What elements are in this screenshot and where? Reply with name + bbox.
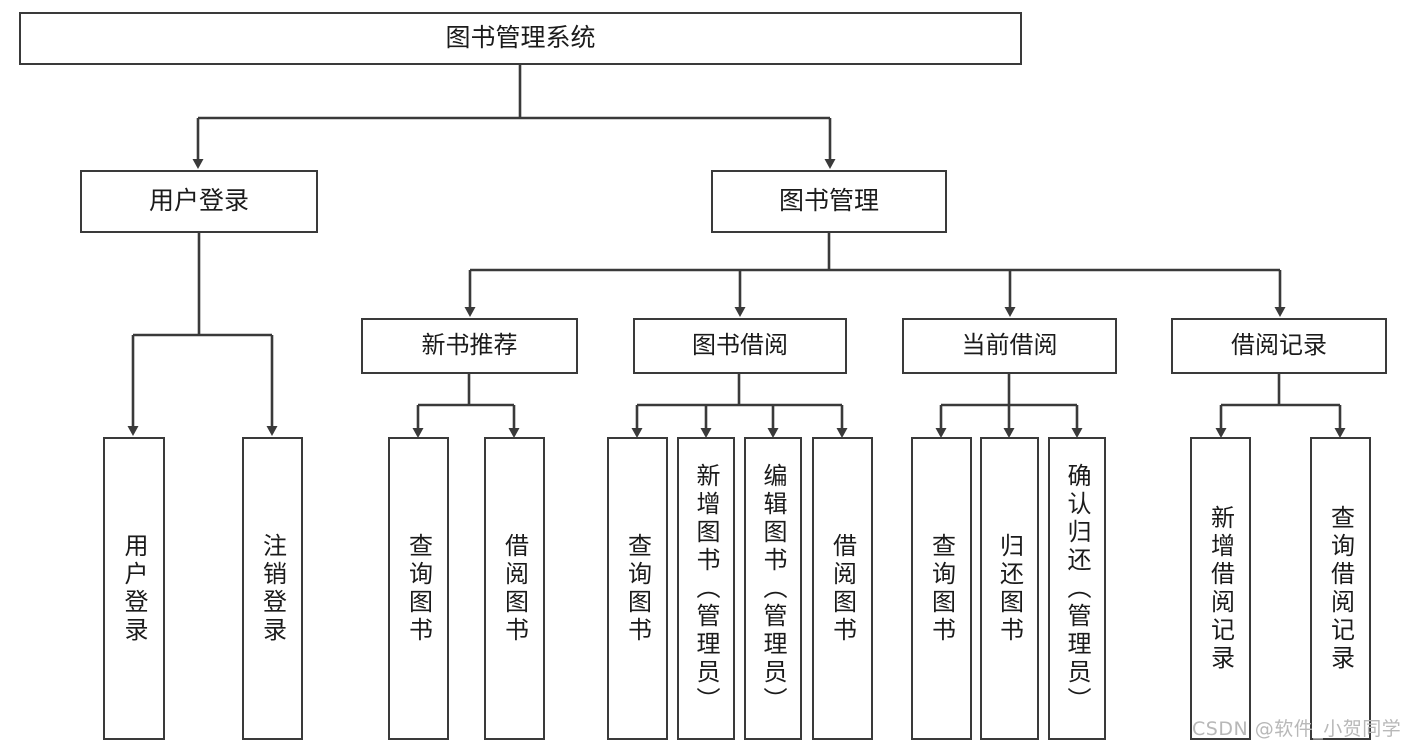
node-borrow-record-label: 借阅记录 (1231, 331, 1327, 360)
node-leaf-borrow-book-1-label: 借阅图书 (500, 532, 529, 645)
node-leaf-edit-book-label: 编辑图书（管理员） (759, 462, 787, 715)
node-leaf-borrow-book-2[interactable]: 借阅图书 (812, 437, 873, 740)
node-new-book-recommend[interactable]: 新书推荐 (361, 318, 578, 374)
node-book-manage[interactable]: 图书管理 (711, 170, 947, 233)
node-user-login-label: 用户登录 (148, 186, 249, 216)
node-leaf-query-record-label: 查询借阅记录 (1326, 504, 1355, 673)
node-leaf-query-book-1-label: 查询图书 (404, 532, 433, 645)
node-book-manage-label: 图书管理 (778, 186, 879, 216)
node-borrow-record[interactable]: 借阅记录 (1171, 318, 1387, 374)
node-leaf-user-logout-label: 注销登录 (258, 532, 287, 645)
node-leaf-user-login-label: 用户登录 (120, 532, 148, 645)
node-leaf-query-book-3-label: 查询图书 (927, 532, 956, 645)
node-leaf-query-book-1[interactable]: 查询图书 (388, 437, 449, 740)
node-leaf-borrow-book-1[interactable]: 借阅图书 (484, 437, 545, 740)
node-book-borrow[interactable]: 图书借阅 (633, 318, 847, 374)
node-user-login[interactable]: 用户登录 (80, 170, 318, 233)
node-leaf-return-book[interactable]: 归还图书 (980, 437, 1039, 740)
node-leaf-return-book-label: 归还图书 (995, 532, 1024, 645)
node-current-borrow[interactable]: 当前借阅 (902, 318, 1117, 374)
node-leaf-add-book[interactable]: 新增图书（管理员） (677, 437, 735, 740)
node-leaf-query-book-3[interactable]: 查询图书 (911, 437, 972, 740)
csdn-watermark: CSDN @软件_小贺同学 (1192, 718, 1402, 740)
node-leaf-query-book-2-label: 查询图书 (623, 532, 652, 645)
node-leaf-confirm-return[interactable]: 确认归还（管理员） (1048, 437, 1106, 740)
node-root-label: 图书管理系统 (445, 23, 596, 53)
node-leaf-add-book-label: 新增图书（管理员） (692, 462, 720, 715)
node-book-borrow-label: 图书借阅 (692, 331, 788, 360)
node-new-book-recommend-label: 新书推荐 (421, 331, 518, 360)
node-current-borrow-label: 当前借阅 (961, 331, 1058, 360)
node-root[interactable]: 图书管理系统 (19, 12, 1022, 65)
node-leaf-user-logout[interactable]: 注销登录 (242, 437, 303, 740)
node-leaf-query-record[interactable]: 查询借阅记录 (1310, 437, 1371, 740)
node-leaf-query-book-2[interactable]: 查询图书 (607, 437, 668, 740)
node-leaf-borrow-book-2-label: 借阅图书 (828, 532, 857, 645)
node-leaf-edit-book[interactable]: 编辑图书（管理员） (744, 437, 802, 740)
node-leaf-add-record-label: 新增借阅记录 (1206, 504, 1235, 673)
node-leaf-add-record[interactable]: 新增借阅记录 (1190, 437, 1251, 740)
node-leaf-confirm-return-label: 确认归还（管理员） (1063, 462, 1091, 715)
node-leaf-user-login[interactable]: 用户登录 (103, 437, 165, 740)
